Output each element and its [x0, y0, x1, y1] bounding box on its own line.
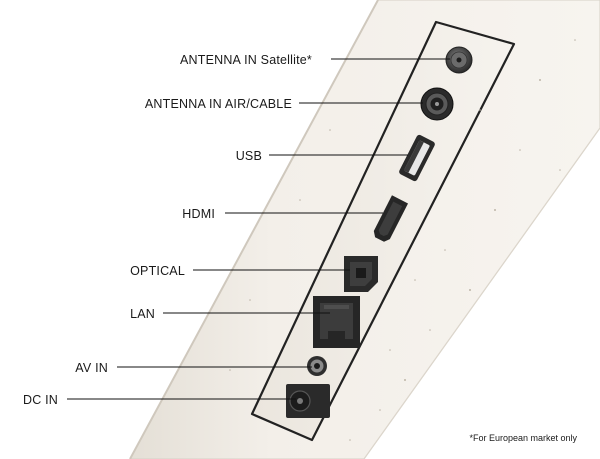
housing-texture: [229, 39, 576, 441]
port-labels: ANTENNA IN Satellite* ANTENNA IN AIR/CAB…: [23, 53, 312, 407]
label-usb: USB: [236, 149, 262, 163]
label-av-in: AV IN: [75, 361, 108, 375]
label-hdmi: HDMI: [182, 207, 215, 221]
label-lan: LAN: [130, 307, 155, 321]
av-in-port: [307, 356, 327, 376]
footnote: *For European market only: [469, 433, 577, 443]
label-optical: OPTICAL: [130, 264, 185, 278]
label-antenna-satellite: ANTENNA IN Satellite*: [180, 53, 312, 67]
leader-lines: [67, 58, 450, 400]
usb-port: [399, 134, 435, 182]
antenna-air-cable-port: [420, 87, 454, 121]
label-antenna-air-cable: ANTENNA IN AIR/CABLE: [145, 97, 292, 111]
antenna-satellite-port: [445, 46, 473, 74]
hdmi-port: [373, 195, 409, 242]
optical-port: [344, 256, 378, 292]
label-dc-in: DC IN: [23, 393, 58, 407]
dc-in-port: [286, 384, 330, 418]
lan-port: [313, 296, 360, 348]
